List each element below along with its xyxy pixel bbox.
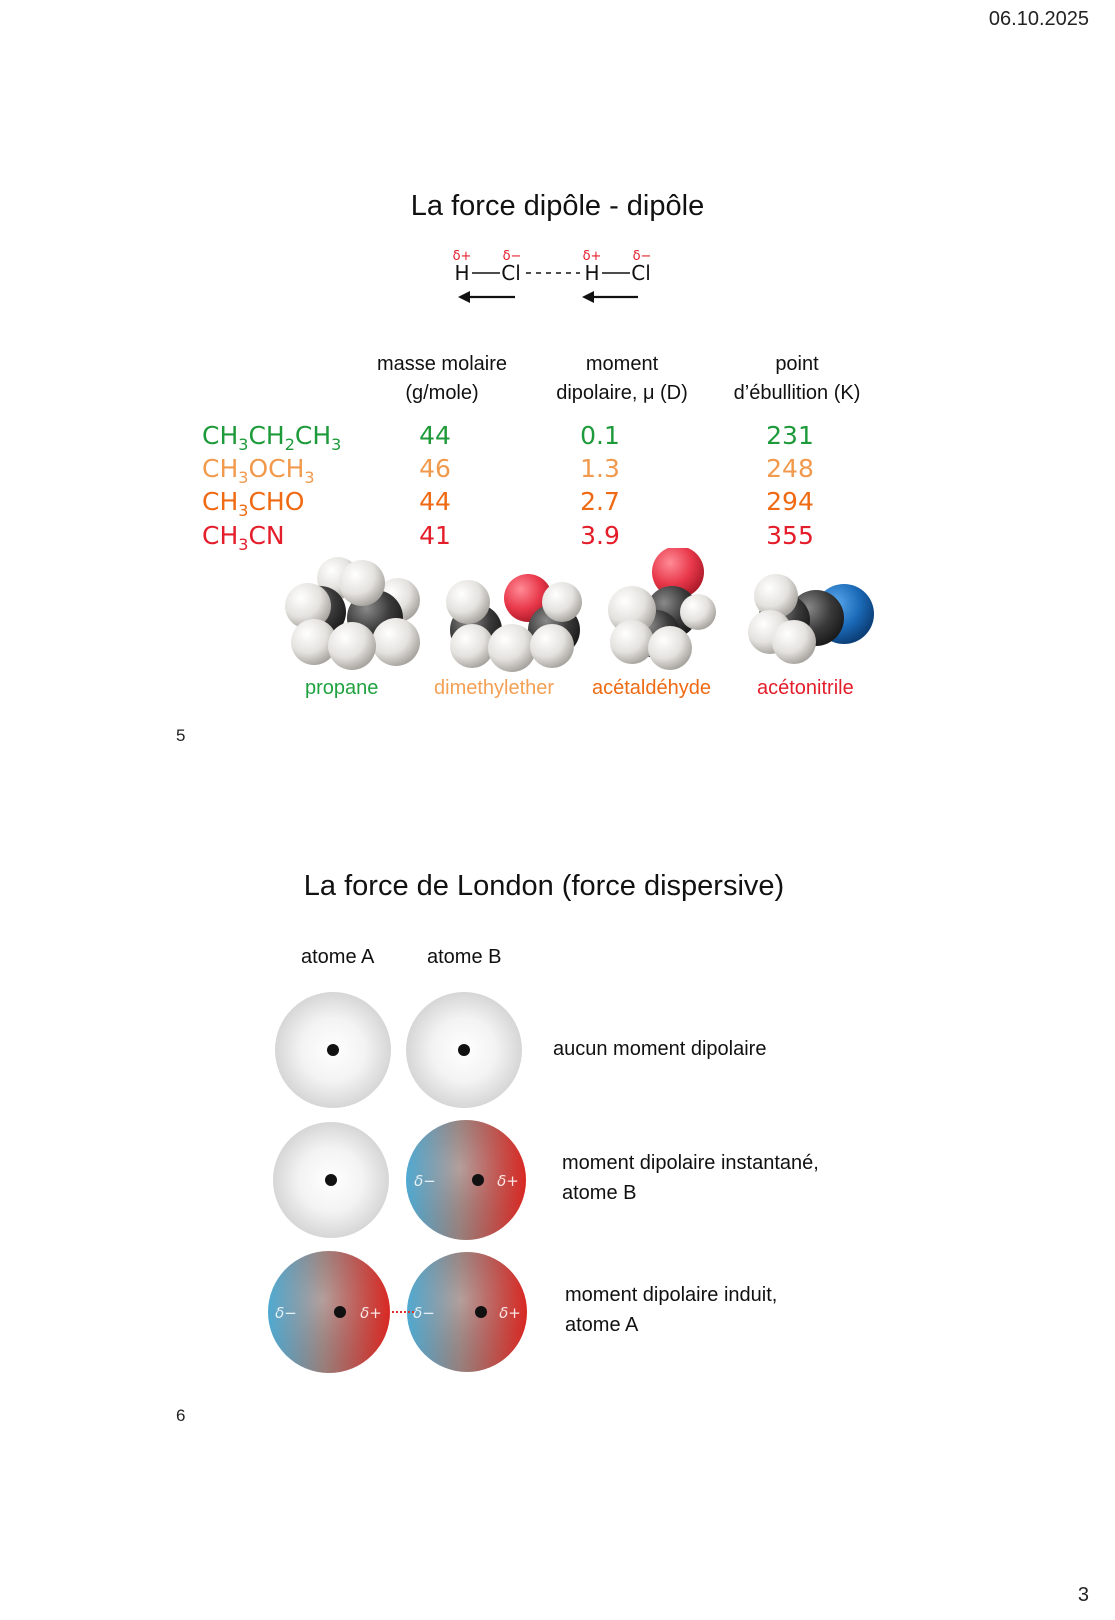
slide6-title: La force de London (force dispersive): [303, 870, 785, 902]
page-date: 06.10.2025: [988, 8, 1089, 30]
dipole-arrow-right: [582, 291, 638, 303]
header-molar-mass: masse molaire (g/mole): [376, 353, 508, 404]
page-number: 3: [1077, 1584, 1089, 1606]
atom-b-label: atome B: [427, 946, 502, 968]
mass-propane: 44: [419, 421, 451, 450]
molecule-name-propane: propane: [305, 677, 379, 699]
molecule-name-dimethylether: dimethylether: [434, 677, 555, 699]
mass-acetaldehyde: 44: [419, 487, 451, 516]
nucleus-icon: [475, 1306, 487, 1318]
boiling-acetonitrile: 355: [766, 521, 814, 550]
propane-model-icon: [285, 557, 420, 670]
molecule-name-acetaldehyde: acétaldéhyde: [592, 677, 711, 699]
delta-minus-label: δ−: [414, 1172, 436, 1190]
nucleus-icon: [472, 1174, 484, 1186]
london-force-diagram: δ− δ+ δ− δ+ δ− δ+: [268, 992, 527, 1373]
formula-propane: CH3CH2CH3: [202, 421, 342, 454]
delta-minus-label: δ−: [275, 1304, 297, 1322]
boiling-dimethylether: 248: [766, 454, 814, 483]
nucleus-icon: [327, 1044, 339, 1056]
formula-acetaldehyde: CH3CHO: [202, 487, 305, 520]
molecule-name-acetonitrile: acétonitrile: [757, 677, 854, 699]
dipole-arrow-left: [458, 291, 515, 303]
boiling-acetaldehyde: 294: [766, 487, 814, 516]
delta-plus-2: δ+: [583, 249, 602, 264]
formula-acetonitrile: CH3CN: [202, 521, 285, 554]
description-instant-dipole: moment dipolaire instantané, atome B: [562, 1152, 819, 1204]
description-induced-dipole: moment dipolaire induit, atome A: [565, 1284, 778, 1336]
formula-dimethylether: CH3OCH3: [202, 454, 315, 487]
boiling-propane: 231: [766, 421, 814, 450]
slide5-title: La force dipôle - dipôle: [410, 190, 705, 222]
dipole-acetaldehyde: 2.7: [580, 487, 620, 516]
atom-cl-1: Cl: [501, 261, 521, 285]
slide6-number: 6: [176, 1406, 186, 1425]
delta-minus-label: δ−: [413, 1304, 435, 1322]
delta-plus-1: δ+: [453, 249, 472, 264]
delta-plus-label: δ+: [497, 1172, 519, 1190]
slide5-number: 5: [176, 726, 186, 745]
nucleus-icon: [334, 1306, 346, 1318]
molecule-models: [285, 548, 874, 672]
dipole-acetonitrile: 3.9: [580, 521, 620, 550]
atom-a-label: atome A: [301, 946, 375, 968]
acetonitrile-model-icon: [748, 574, 874, 664]
dipole-dimethylether: 1.3: [580, 454, 620, 483]
delta-plus-label: δ+: [360, 1304, 382, 1322]
atom-h-2: H: [584, 261, 599, 285]
delta-plus-label: δ+: [499, 1304, 521, 1322]
mass-acetonitrile: 41: [419, 521, 451, 550]
header-dipole-moment: moment dipolaire, μ (D): [556, 353, 688, 404]
delta-minus-2: δ−: [633, 249, 652, 264]
acetaldehyde-model-icon: [608, 548, 716, 670]
description-no-dipole: aucun moment dipolaire: [553, 1038, 767, 1060]
atom-h-1: H: [454, 261, 469, 285]
nucleus-icon: [458, 1044, 470, 1056]
delta-minus-1: δ−: [503, 249, 522, 264]
mass-dimethylether: 46: [419, 454, 451, 483]
nucleus-icon: [325, 1174, 337, 1186]
hcl-dipole-equation: δ+ δ− δ+ δ− H Cl H Cl: [453, 249, 652, 303]
header-boiling-point: point d’ébullition (K): [733, 353, 861, 404]
dimethylether-model-icon: [446, 574, 582, 672]
atom-cl-2: Cl: [631, 261, 651, 285]
dipole-propane: 0.1: [580, 421, 620, 450]
